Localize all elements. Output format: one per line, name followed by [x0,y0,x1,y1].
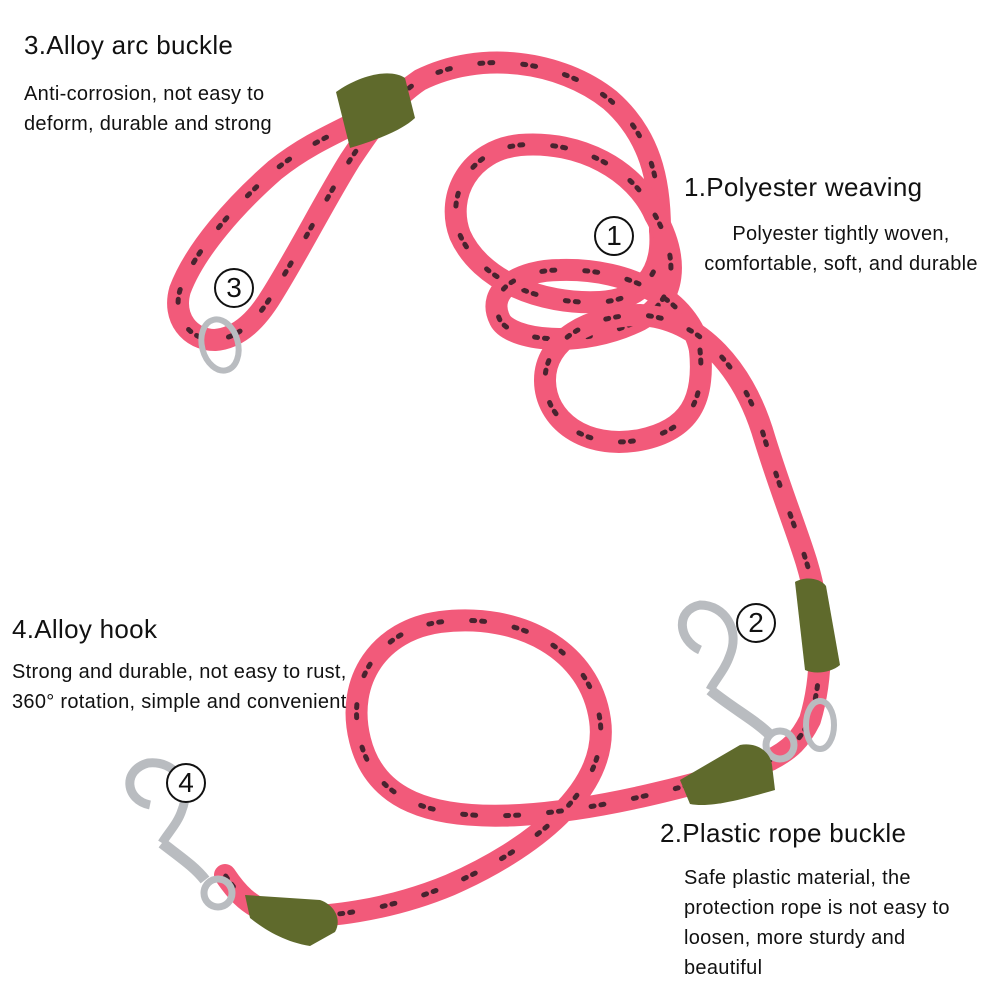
arc-buckle-ring [198,316,242,374]
callout-marker-3: 3 [214,268,254,308]
feature-description: Strong and durable, not easy to rust, 36… [12,661,347,713]
rope-coil-middle [494,212,703,353]
callout-marker-1: 1 [594,216,634,256]
buckle-handle [336,73,415,148]
feature-title: 3.Alloy arc buckle [24,30,234,60]
side-ring [803,698,837,752]
buckle-main [795,578,840,673]
feature-description: Polyester tightly woven, comfortable, so… [704,223,978,275]
feature-alloy-arc-buckle: 3.Alloy arc buckle Anti-corrosion, not e… [24,30,324,139]
feature-description: Safe plastic material, the protection ro… [684,867,950,979]
feature-description: Anti-corrosion, not easy to deform, dura… [24,83,272,135]
plastic-buckles [245,73,840,946]
hook-upper [677,600,798,763]
feature-title: 1.Polyester weaving [684,172,923,202]
metal-hardware [125,316,837,911]
callout-marker-4: 4 [166,763,206,803]
feature-polyester-weaving: 1.Polyester weaving Polyester tightly wo… [684,172,1000,279]
feature-title: 4.Alloy hook [12,614,158,644]
rope-second-branch [222,617,773,919]
callout-marker-2: 2 [736,603,776,643]
rope-coil-upper [453,141,663,305]
buckle-lower [245,895,338,946]
feature-title: 2.Plastic rope buckle [660,818,907,848]
feature-plastic-rope-buckle: 2.Plastic rope buckle Safe plastic mater… [660,818,984,983]
feature-alloy-hook: 4.Alloy hook Strong and durable, not eas… [12,614,357,717]
buckle-branch [680,744,775,806]
